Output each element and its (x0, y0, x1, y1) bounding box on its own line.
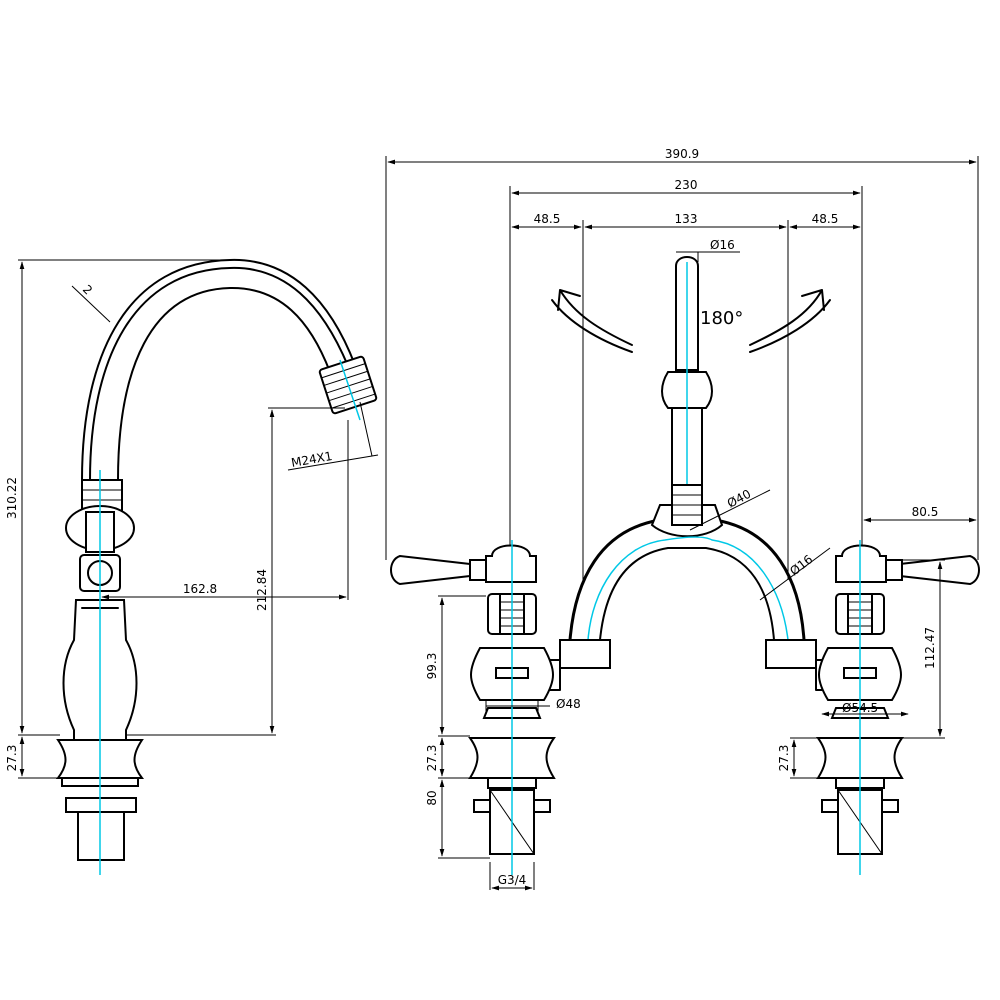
bridge-arch-inner (599, 547, 775, 641)
rotation-arrow-left (551, 289, 633, 353)
dim-overall-width: 390.9 (665, 147, 699, 161)
dim-left-offset: 48.5 (534, 212, 561, 226)
dim-base-diameter-left: Ø48 (556, 697, 581, 711)
dim-bridge-diameter: Ø40 (725, 487, 753, 511)
dim-shank-length: 80 (425, 790, 439, 805)
rotation-arrow-right (749, 289, 831, 353)
dim-right-offset: 48.5 (812, 212, 839, 226)
dim-base-height-right: 27.3 (777, 745, 791, 772)
rotation-label: 180° (700, 308, 743, 329)
dim-bridge-pipe-diameter: Ø16 (787, 552, 815, 578)
side-view: 310.22 27.3 212.84 162.8 M24X1 2 (5, 258, 379, 875)
front-view: 390.9 230 48.5 133 48.5 Ø16 180° (385, 147, 980, 891)
dim-inner-width: 230 (675, 178, 698, 192)
dim-valve-height: 99.3 (425, 653, 439, 680)
spout-outer (81, 258, 356, 481)
dim-total-height: 310.22 (5, 477, 19, 519)
left-valve (390, 540, 556, 875)
dim-base-diameter-right: Ø54.5 (842, 701, 878, 715)
dim-thread: G3/4 (498, 873, 527, 887)
spout-inner (117, 286, 331, 481)
dim-outlet-height: 212.84 (255, 569, 269, 611)
dim-handle-extension: 80.5 (912, 505, 939, 519)
dim-spout-reach: 162.8 (183, 582, 217, 596)
dim-base-height-left: 27.3 (425, 745, 439, 772)
left-lever[interactable] (390, 554, 479, 586)
dim-spout-diameter: Ø16 (710, 238, 735, 252)
side-shank (65, 797, 137, 813)
right-valve (816, 540, 980, 875)
dim-side-base-height: 27.3 (5, 745, 19, 772)
dim-handle-height: 112.47 (923, 627, 937, 669)
dim-aerator-thread: M24X1 (290, 449, 333, 470)
spout-mid (89, 266, 349, 481)
dim-center-spacing: 133 (675, 212, 698, 226)
